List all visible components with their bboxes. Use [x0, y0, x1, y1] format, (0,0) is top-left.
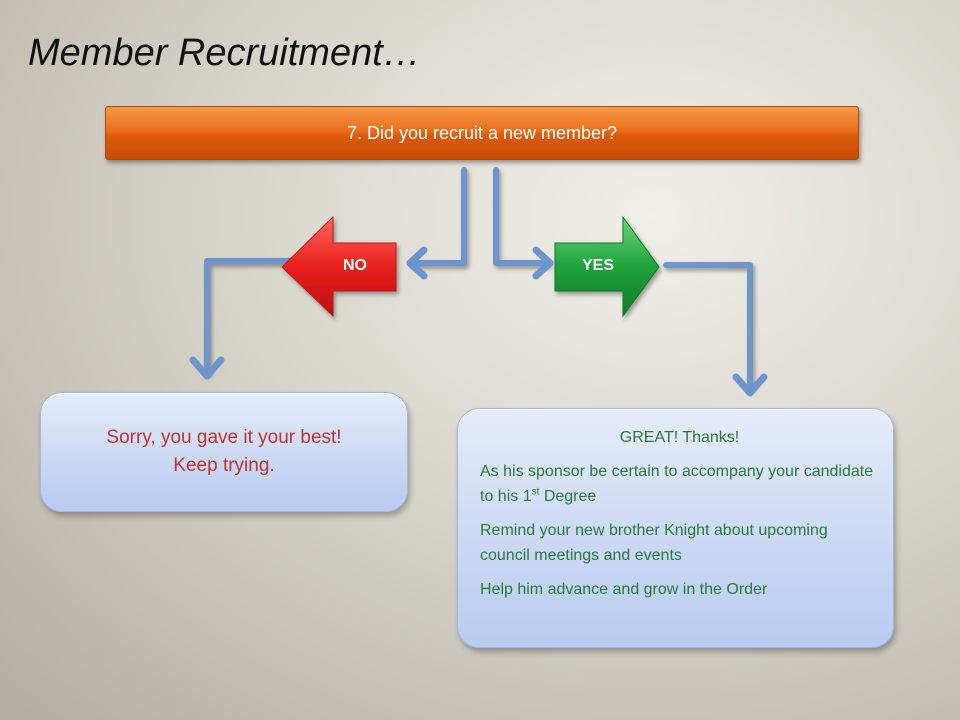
- arrowhead-to-yes: [532, 246, 554, 280]
- yes-outcome-item-sponsor: As his sponsor be certain to accompany y…: [480, 459, 879, 509]
- question-box: 7. Did you recruit a new member?: [105, 106, 859, 160]
- no-outcome-line-1: Sorry, you gave it your best!: [106, 427, 342, 448]
- yes-outcome-item-help: Help him advance and grow in the Order: [480, 581, 768, 598]
- yes-outcome-item-remind: Remind your new brother Knight about upc…: [480, 522, 828, 564]
- yes-outcome-box: GREAT! Thanks! As his sponsor be certain…: [457, 408, 894, 648]
- arrowhead-no-box: [189, 356, 225, 380]
- connector-to-no: [409, 167, 467, 266]
- no-label: NO: [343, 257, 367, 274]
- question-text: 7. Did you recruit a new member?: [346, 122, 618, 143]
- no-outcome-box: Sorry, you gave it your best! Keep tryin…: [40, 392, 408, 512]
- yes-label: YES: [581, 257, 614, 274]
- connector-to-yes: [493, 167, 551, 266]
- yes-item-1-superscript: st: [531, 486, 540, 498]
- yes-item-1-suffix: Degree: [539, 488, 597, 505]
- yes-arrow-shape: [554, 215, 660, 318]
- connector-no-to-box: [204, 258, 293, 375]
- no-outcome-line-2: Keep trying.: [173, 455, 275, 476]
- yes-item-1-text: As his sponsor be certain to accompany y…: [480, 463, 874, 505]
- slide-title: Member Recruitment…: [28, 32, 421, 74]
- connector-yes-to-box: [663, 262, 753, 391]
- arrowhead-yes-box: [732, 373, 768, 397]
- yes-outcome-heading: GREAT! Thanks!: [619, 429, 740, 446]
- no-arrow-shape: [281, 215, 397, 318]
- arrowhead-to-no: [406, 246, 428, 280]
